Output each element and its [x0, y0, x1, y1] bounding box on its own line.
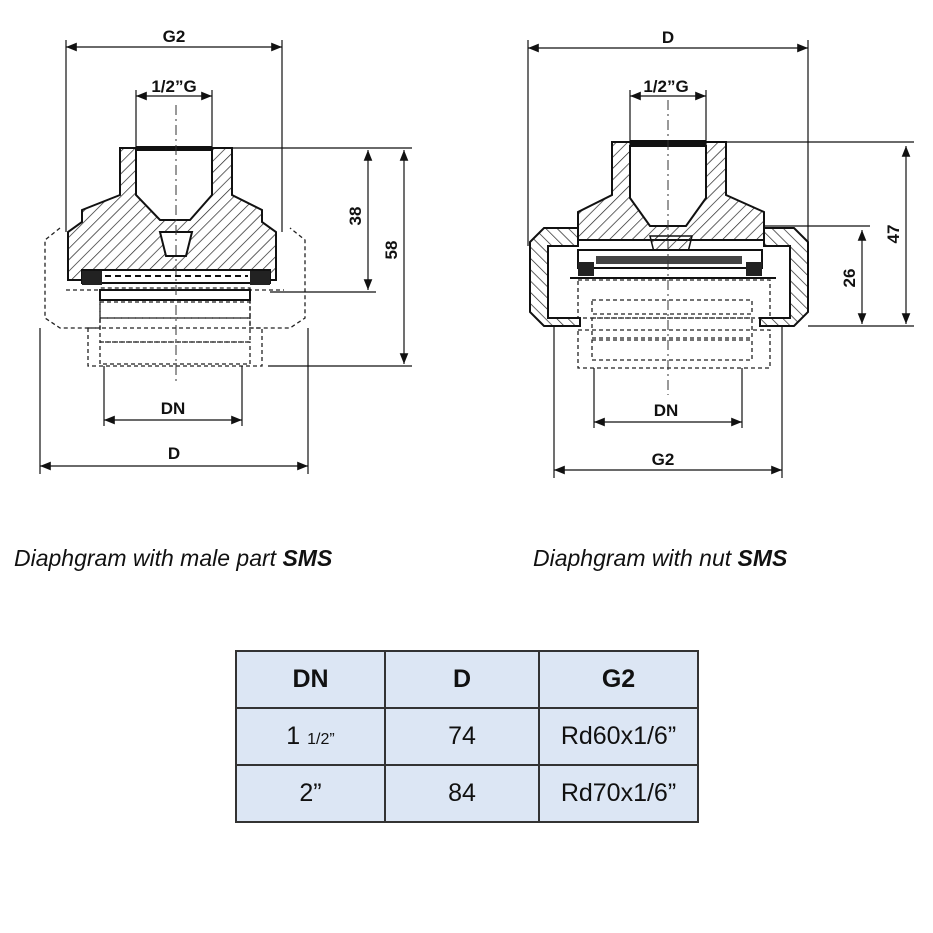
right-dim-d-label: D: [662, 28, 674, 47]
caption-left-bold: SMS: [282, 545, 333, 571]
cell-dn-main: 1: [286, 722, 308, 750]
cell-g2: Rd60x1/6”: [538, 707, 699, 766]
caption-right-text: Diaphgram with nut: [533, 545, 738, 571]
cell-d: 84: [384, 764, 540, 823]
right-nut-left: [529, 227, 581, 327]
caption-nut: Diaphgram with nut SMS: [533, 545, 787, 572]
cell-dn: 1 1/2”: [235, 707, 386, 766]
right-nut-right: [759, 227, 809, 327]
left-thread-ring: [136, 146, 212, 151]
caption-right-bold: SMS: [737, 545, 788, 571]
left-body-section: [67, 147, 277, 281]
header-g2: G2: [538, 650, 699, 709]
header-d: D: [384, 650, 540, 709]
header-dn: DN: [235, 650, 386, 709]
technical-drawings: G2 1/2”G 38 58 DN D: [39, 27, 914, 478]
dimension-table: DN D G2 1 1/2” 74 Rd60x1/6” 2” 84 Rd70x1…: [235, 650, 699, 823]
right-dimensions: [527, 40, 914, 478]
left-dim-dn-label: DN: [161, 399, 186, 418]
left-dim-38-label: 38: [346, 207, 365, 226]
cell-d: 74: [384, 707, 540, 766]
cell-dn-small: 1/2”: [307, 731, 335, 748]
right-valve-drawing: D 1/2”G 47 26 DN G2: [527, 28, 914, 478]
table-row: 1 1/2” 74 Rd60x1/6”: [235, 707, 699, 766]
right-dim-dn-label: DN: [654, 401, 679, 420]
left-dim-58-label: 58: [382, 241, 401, 260]
left-dim-g2-label: G2: [163, 27, 186, 46]
right-body-section: [577, 141, 765, 241]
table-header-row: DN D G2: [235, 650, 699, 709]
right-dashed-outline: [577, 279, 771, 369]
caption-male-part: Diaphgram with male part SMS: [14, 545, 332, 572]
left-dimensions: [39, 40, 412, 474]
cell-dn: 2”: [235, 764, 386, 823]
cell-g2: Rd70x1/6”: [538, 764, 699, 823]
left-dim-thread-label: 1/2”G: [151, 77, 196, 96]
caption-left-text: Diaphgram with male part: [14, 545, 283, 571]
right-dim-thread-label: 1/2”G: [643, 77, 688, 96]
left-dim-d-label: D: [168, 444, 180, 463]
cell-dn-main: 2”: [299, 779, 322, 807]
right-dim-g2-label: G2: [652, 450, 675, 469]
left-valve-drawing: G2 1/2”G 38 58 DN D: [39, 27, 412, 474]
table-row: 2” 84 Rd70x1/6”: [235, 764, 699, 823]
right-dim-26-label: 26: [840, 269, 859, 288]
right-dim-47-label: 47: [884, 225, 903, 244]
